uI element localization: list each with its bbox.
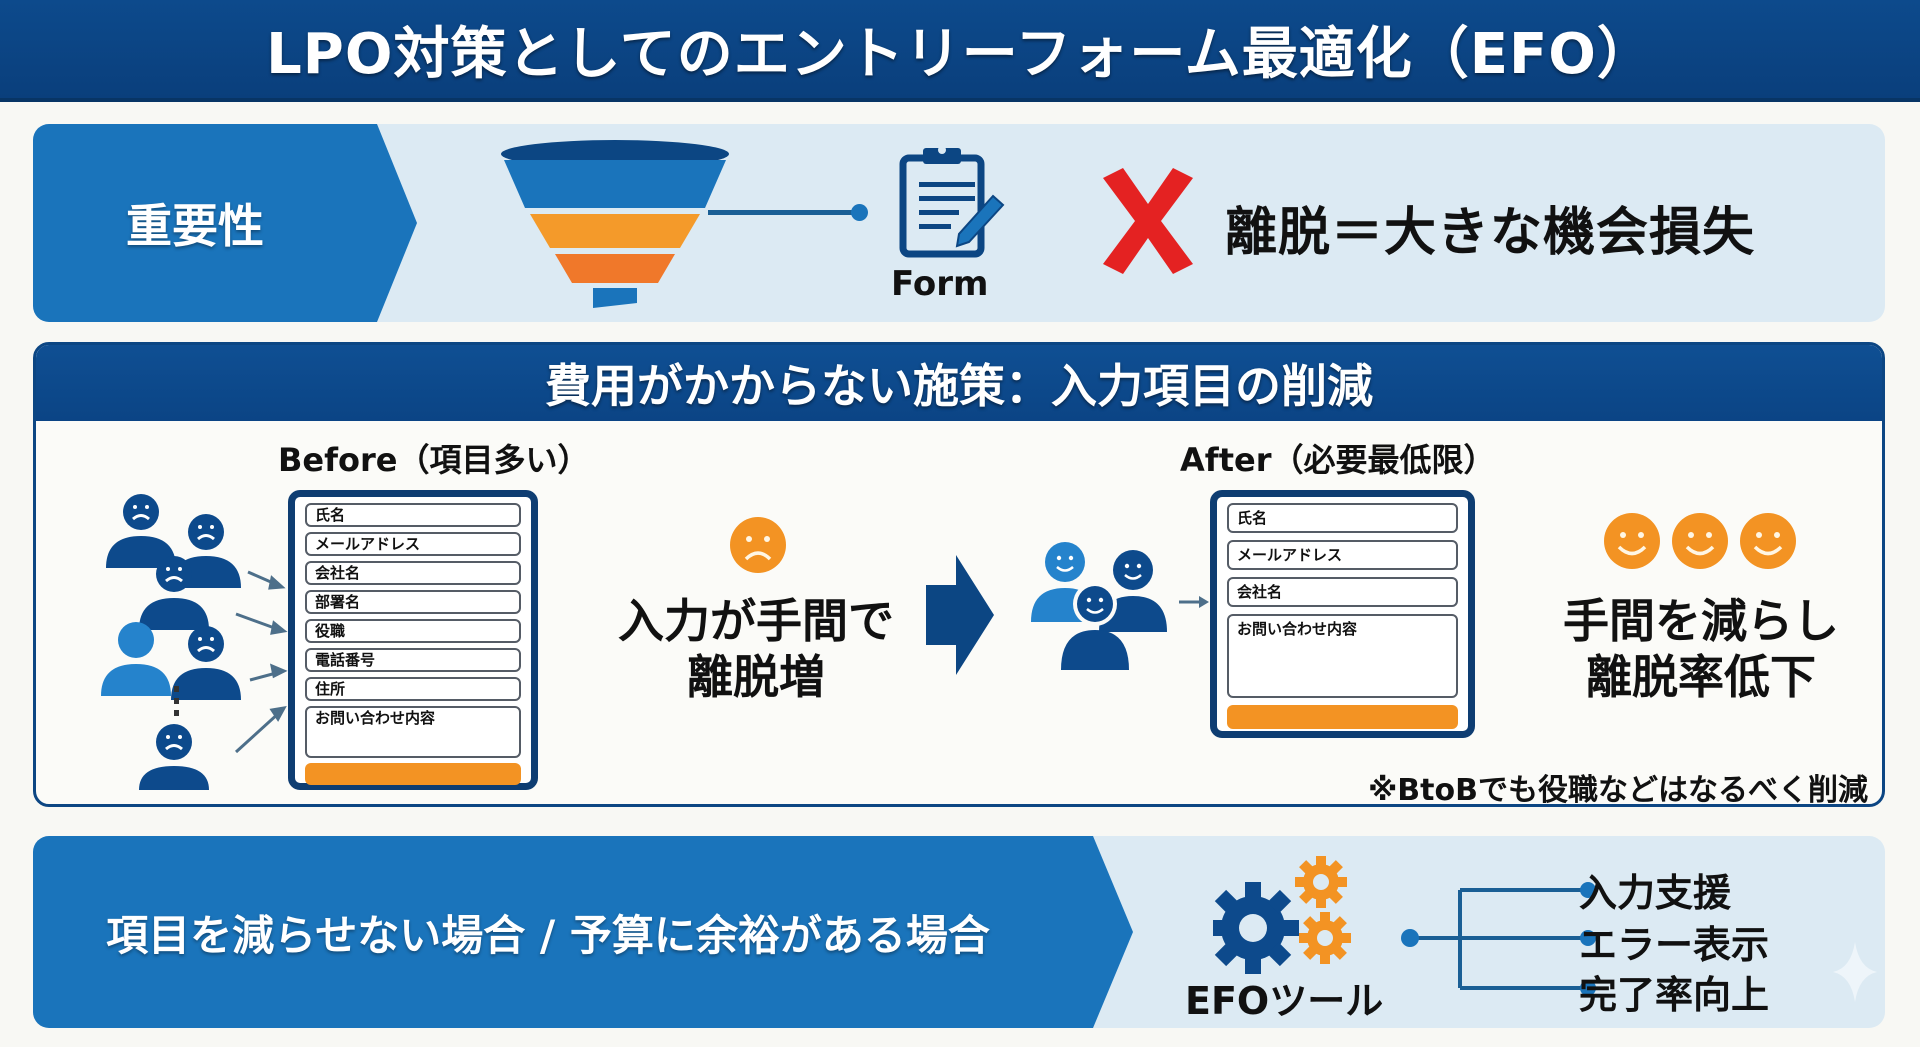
after-effect-line: 手間を減らし <box>1563 594 1839 648</box>
after-field: 会社名 <box>1227 577 1458 607</box>
reduction-section: 費用がかからない施策：入力項目の削減 Before（項目多い） <box>33 342 1885 807</box>
clipboard-pencil-icon <box>899 146 1005 258</box>
before-field: 会社名 <box>305 561 521 585</box>
after-field: メールアドレス <box>1227 540 1458 570</box>
before-form: 氏名 メールアドレス 会社名 部署名 役職 電話番号 住所 お問い合わせ内容 <box>288 490 538 790</box>
form-label: Form <box>891 264 989 304</box>
page-title: LPO対策としてのエントリーフォーム最適化（EFO） <box>266 21 1654 87</box>
before-field: 部署名 <box>305 590 521 614</box>
efo-tab: 項目を減らせない場合 / 予算に余裕がある場合 <box>33 836 1133 1028</box>
before-field: 住所 <box>305 677 521 701</box>
before-field: 電話番号 <box>305 648 521 672</box>
before-effect-text: 入力が手間で 離脱増 <box>606 593 906 705</box>
after-effect-line: 離脱率低下 <box>1586 650 1816 704</box>
happy-users-icon <box>1031 542 1209 670</box>
importance-section: 重要性 Form 離脱＝大きな機会損失 <box>33 124 1885 322</box>
after-field: お問い合わせ内容 <box>1227 614 1458 698</box>
after-field: 氏名 <box>1227 503 1458 533</box>
after-heading: After（必要最低限） <box>1180 441 1496 479</box>
btob-note: ※BtoBでも役職などはなるべく削減 <box>1368 773 1868 807</box>
sad-face-icon <box>730 517 786 573</box>
importance-label: 重要性 <box>126 199 264 253</box>
title-bar: LPO対策としてのエントリーフォーム最適化（EFO） <box>0 0 1920 102</box>
gears-icon <box>1213 856 1351 974</box>
importance-tab: 重要性 <box>33 124 417 322</box>
before-field: 氏名 <box>305 503 521 527</box>
opportunity-loss-text: 離脱＝大きな機会損失 <box>1225 203 1756 263</box>
before-submit-button <box>305 763 521 785</box>
before-heading: Before（項目多い） <box>278 441 590 479</box>
feature-error-display: エラー表示 <box>1579 923 1770 967</box>
before-effect-line: 離脱増 <box>687 650 825 704</box>
branch-connector <box>1401 882 1596 996</box>
after-submit-button <box>1227 705 1458 729</box>
sad-users-icon <box>101 494 288 790</box>
efo-tool-label: EFOツール <box>1185 979 1384 1023</box>
after-effect-text: 手間を減らし 離脱率低下 <box>1546 593 1856 705</box>
reduction-header: 費用がかからない施策：入力項目の削減 <box>36 345 1882 421</box>
before-effect-line: 入力が手間で <box>618 594 894 648</box>
efo-section: 項目を減らせない場合 / 予算に余裕がある場合 <box>33 836 1885 1028</box>
sparkle-icon <box>1833 942 1877 1002</box>
before-field: 役職 <box>305 619 521 643</box>
before-field: メールアドレス <box>305 532 521 556</box>
after-form: 氏名 メールアドレス 会社名 お問い合わせ内容 <box>1210 490 1475 738</box>
before-field: お問い合わせ内容 <box>305 706 521 758</box>
feature-completion-rate: 完了率向上 <box>1579 973 1770 1017</box>
funnel-icon <box>501 140 729 308</box>
reduction-title: 費用がかからない施策：入力項目の削減 <box>545 359 1373 413</box>
connector-dot <box>851 204 868 221</box>
connector-line <box>708 210 858 215</box>
big-right-arrow-icon <box>926 555 994 675</box>
efo-condition-label: 項目を減らせない場合 / 予算に余裕がある場合 <box>106 910 990 960</box>
happy-faces-icon <box>1604 513 1796 569</box>
feature-input-assist: 入力支援 <box>1579 871 1732 915</box>
red-x-icon <box>1103 168 1193 274</box>
